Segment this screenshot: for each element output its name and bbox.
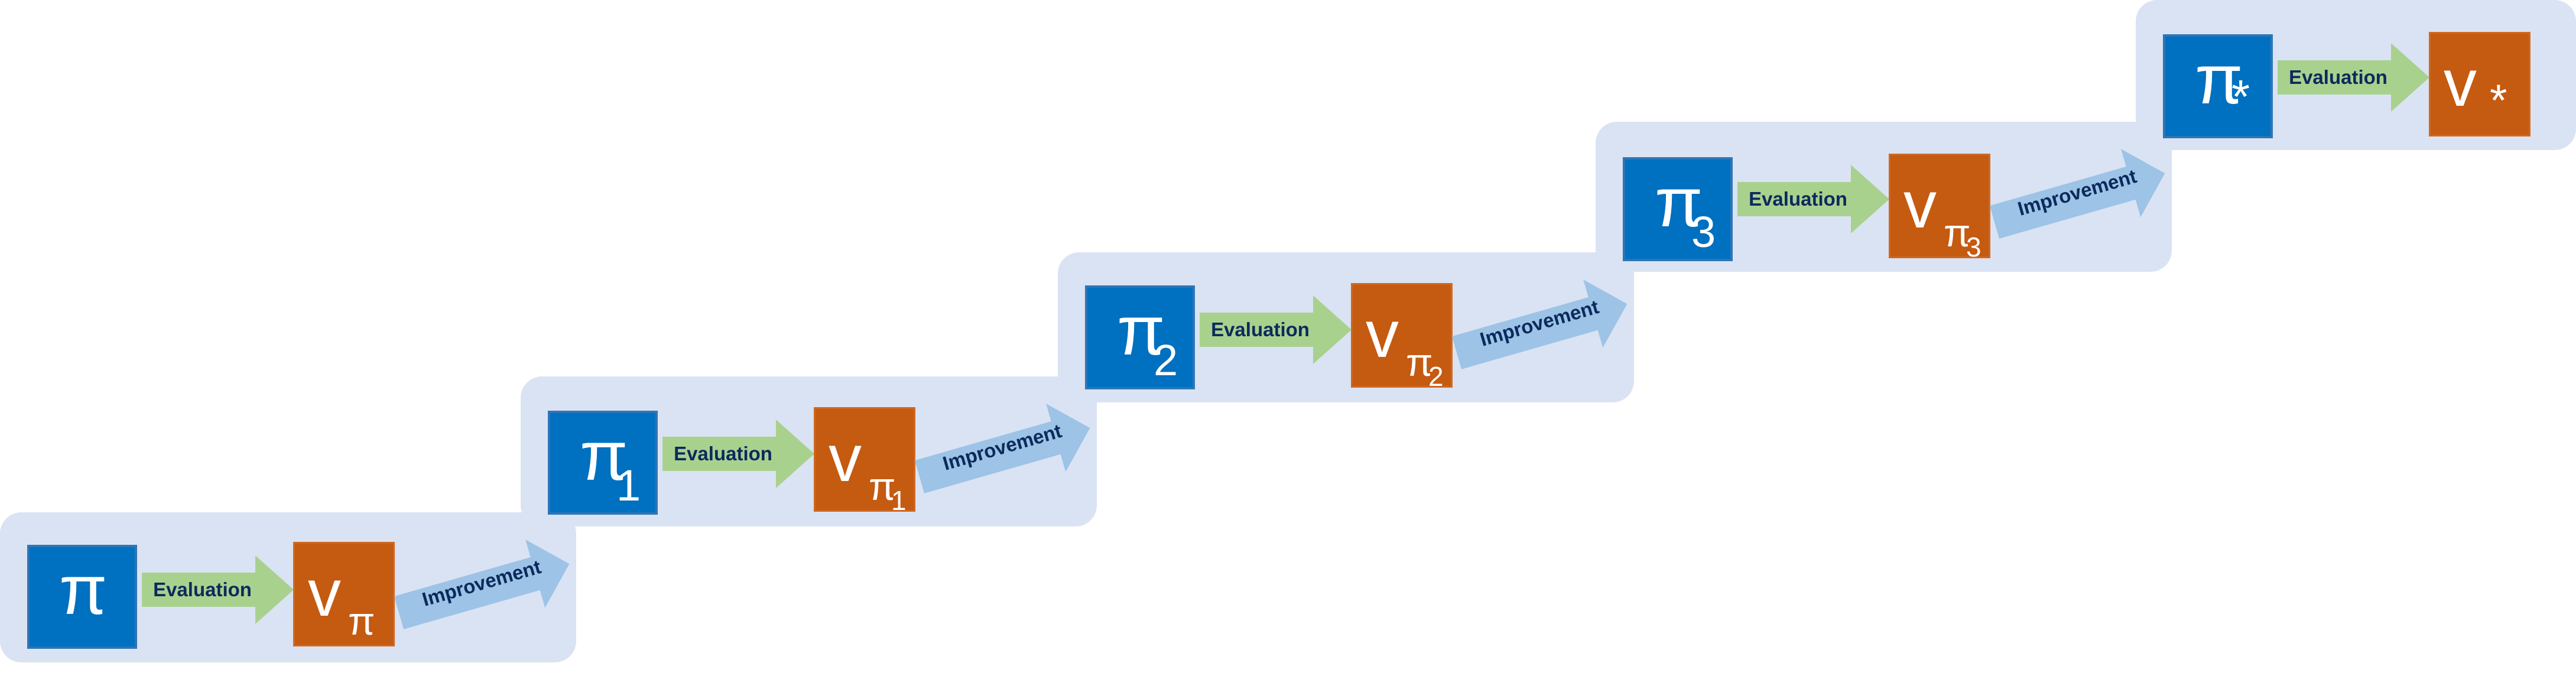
value-subscript: * (2490, 76, 2507, 126)
value-subscript: π (348, 599, 375, 643)
evaluation-arrow: Evaluation (1200, 295, 1352, 364)
improvement-arrow: Improvement (1990, 134, 2173, 239)
policy-symbol: π (1117, 292, 1165, 370)
evaluation-arrow-shape (142, 555, 294, 624)
evaluation-arrow: Evaluation (142, 555, 294, 624)
value-sub-subscript: 2 (1428, 361, 1444, 392)
value-subscript: π (1944, 211, 1971, 255)
evaluation-arrow: Evaluation (2278, 43, 2429, 112)
evaluation-arrow-shape (662, 420, 814, 488)
policy-symbol: π (59, 551, 108, 629)
policy-subscript: 3 (1691, 207, 1716, 256)
improvement-arrow-shape (1990, 149, 2165, 239)
policy-symbol: π (2195, 41, 2243, 119)
improvement-arrow-shape (394, 540, 570, 629)
evaluation-arrow-shape (2278, 43, 2429, 112)
policy-box: π* (2163, 34, 2273, 138)
evaluation-label: Evaluation (674, 443, 772, 464)
evaluation-label: Evaluation (1211, 318, 1310, 340)
improvement-arrow-shape (1452, 280, 1628, 369)
evaluation-label: Evaluation (2289, 66, 2387, 88)
evaluation-arrow: Evaluation (1737, 165, 1889, 233)
policy-subscript: 1 (616, 461, 641, 510)
improvement-arrow-shape (915, 404, 1090, 493)
policy-box: π (27, 545, 137, 649)
evaluation-arrow-shape (1737, 165, 1889, 233)
value-function-box: v* (2429, 32, 2530, 136)
policy-subscript: 2 (1154, 336, 1178, 385)
evaluation-arrow-shape (1200, 295, 1352, 364)
policy-symbol: π (580, 417, 628, 495)
improvement-arrow: Improvement (915, 388, 1098, 493)
evaluation-arrow: Evaluation (662, 420, 814, 488)
value-subscript: π (1406, 340, 1433, 384)
evaluation-label: Evaluation (1749, 188, 1847, 210)
improvement-arrow: Improvement (394, 524, 577, 629)
value-symbol: v (2444, 46, 2477, 120)
value-sub-subscript: 1 (891, 485, 907, 516)
value-sub-subscript: 3 (1966, 232, 1981, 262)
policy-subscript: * (2231, 70, 2250, 123)
value-subscript: π (869, 464, 896, 508)
improvement-arrow: Improvement (1452, 264, 1635, 369)
value-symbol: v (829, 421, 862, 495)
value-symbol: v (1366, 297, 1399, 371)
value-symbol: v (1903, 168, 1937, 242)
policy-symbol: π (1655, 164, 1703, 242)
evaluation-label: Evaluation (153, 578, 252, 600)
value-symbol: v (308, 556, 341, 630)
